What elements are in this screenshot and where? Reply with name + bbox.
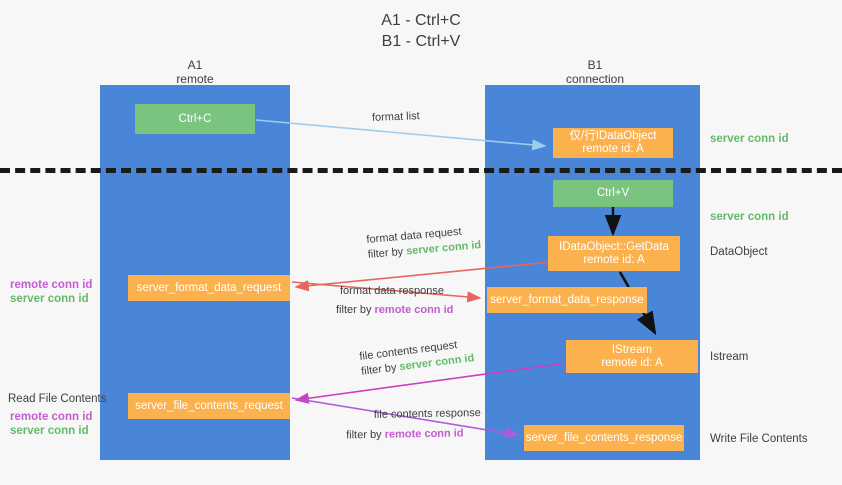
node-idataobject-line2: remote id: A xyxy=(582,143,644,155)
edge-label-fcreq-prefix: filter by xyxy=(360,361,401,378)
node-ctrl-v-label: Ctrl+V xyxy=(596,187,630,199)
label-remote-conn-id-2: remote conn id xyxy=(10,411,93,423)
column-b1-sub: connection xyxy=(565,72,625,86)
node-idataobject-line1: 仅/行IDataObject xyxy=(569,130,657,142)
edge-label-format-list-text: format list xyxy=(371,110,420,124)
edge-label-format-list: format list xyxy=(372,109,420,126)
node-server-format-data-request-label: server_format_data_request xyxy=(136,281,282,294)
node-server-file-contents-request[interactable]: server_file_contents_request xyxy=(128,393,290,419)
edge-label-fdres-key: remote conn id xyxy=(374,304,454,316)
edge-label-fcres-prefix: filter by xyxy=(346,428,385,442)
node-getdata-line2: remote id: A xyxy=(583,253,645,266)
label-server-conn-id-2: server conn id xyxy=(10,425,89,437)
node-server-format-data-response[interactable]: server_format_data_response xyxy=(487,287,647,313)
diagram-title: A1 - Ctrl+C B1 - Ctrl+V xyxy=(0,10,842,52)
node-istream[interactable]: IStream remote id: A xyxy=(566,340,698,373)
node-ctrl-c[interactable]: Ctrl+C xyxy=(135,104,255,134)
node-server-file-contents-response[interactable]: server_file_contents_response xyxy=(524,425,684,451)
node-idataobject[interactable]: 仅/行IDataObject remote id: A xyxy=(553,128,673,158)
title-line-1: A1 - Ctrl+C xyxy=(381,12,461,29)
label-conn-id-group-2: remote conn id server conn id xyxy=(10,410,100,438)
edge-label-file-contents-response: file contents response filter by remote … xyxy=(346,406,482,443)
edge-label-fcres-line1: file contents response xyxy=(373,407,481,421)
edge-label-fcres-key: remote conn id xyxy=(384,427,464,441)
node-idataobject-getdata[interactable]: IDataObject::GetData remote id: A xyxy=(548,236,680,271)
edge-label-format-data-request: format data request filter by server con… xyxy=(366,223,482,263)
node-istream-line2: remote id: A xyxy=(601,356,663,369)
label-read-file-contents: Read File Contents xyxy=(8,393,107,405)
label-remote-conn-id-1: remote conn id xyxy=(10,279,93,291)
label-dataobject: DataObject xyxy=(710,246,768,258)
node-ctrl-v[interactable]: Ctrl+V xyxy=(553,180,673,207)
edge-label-fdreq-prefix: filter by xyxy=(367,245,407,261)
edge-label-fcres-line2: filter by remote conn id xyxy=(346,426,481,443)
column-b1-name: B1 xyxy=(587,58,603,72)
column-a1-name: A1 xyxy=(187,58,203,72)
edge-label-fdres-line2: filter by remote conn id xyxy=(336,303,453,318)
node-ctrl-c-label: Ctrl+C xyxy=(178,112,212,125)
column-header-a1: A1 remote xyxy=(135,58,255,86)
label-server-conn-id-1: server conn id xyxy=(10,293,89,305)
phase-separator xyxy=(0,168,842,173)
node-server-format-data-response-label: server_format_data_response xyxy=(490,293,644,306)
node-server-file-contents-request-label: server_file_contents_request xyxy=(135,399,283,412)
column-a1-sub: remote xyxy=(176,72,214,86)
edge-label-file-contents-request: file contents request filter by server c… xyxy=(359,336,476,380)
node-server-file-contents-response-label: server_file_contents_response xyxy=(525,431,683,444)
node-server-format-data-request[interactable]: server_format_data_request xyxy=(128,275,290,301)
node-istream-line1: IStream xyxy=(611,343,653,356)
label-server-conn-id-top: server conn id xyxy=(710,133,789,145)
label-server-conn-id-mid: server conn id xyxy=(710,211,789,223)
edge-label-fdres-prefix: filter by xyxy=(336,304,375,316)
column-header-b1: B1 connection xyxy=(535,58,655,86)
label-write-file-contents: Write File Contents xyxy=(710,433,808,445)
edge-label-format-data-response: format data response filter by remote co… xyxy=(336,284,453,318)
label-istream: Istream xyxy=(710,351,749,363)
label-conn-id-group-1: remote conn id server conn id xyxy=(10,278,100,306)
title-line-2: B1 - Ctrl+V xyxy=(381,33,461,50)
edge-label-fdres-line1: format data response xyxy=(340,285,444,297)
node-getdata-line1: IDataObject::GetData xyxy=(559,240,669,253)
